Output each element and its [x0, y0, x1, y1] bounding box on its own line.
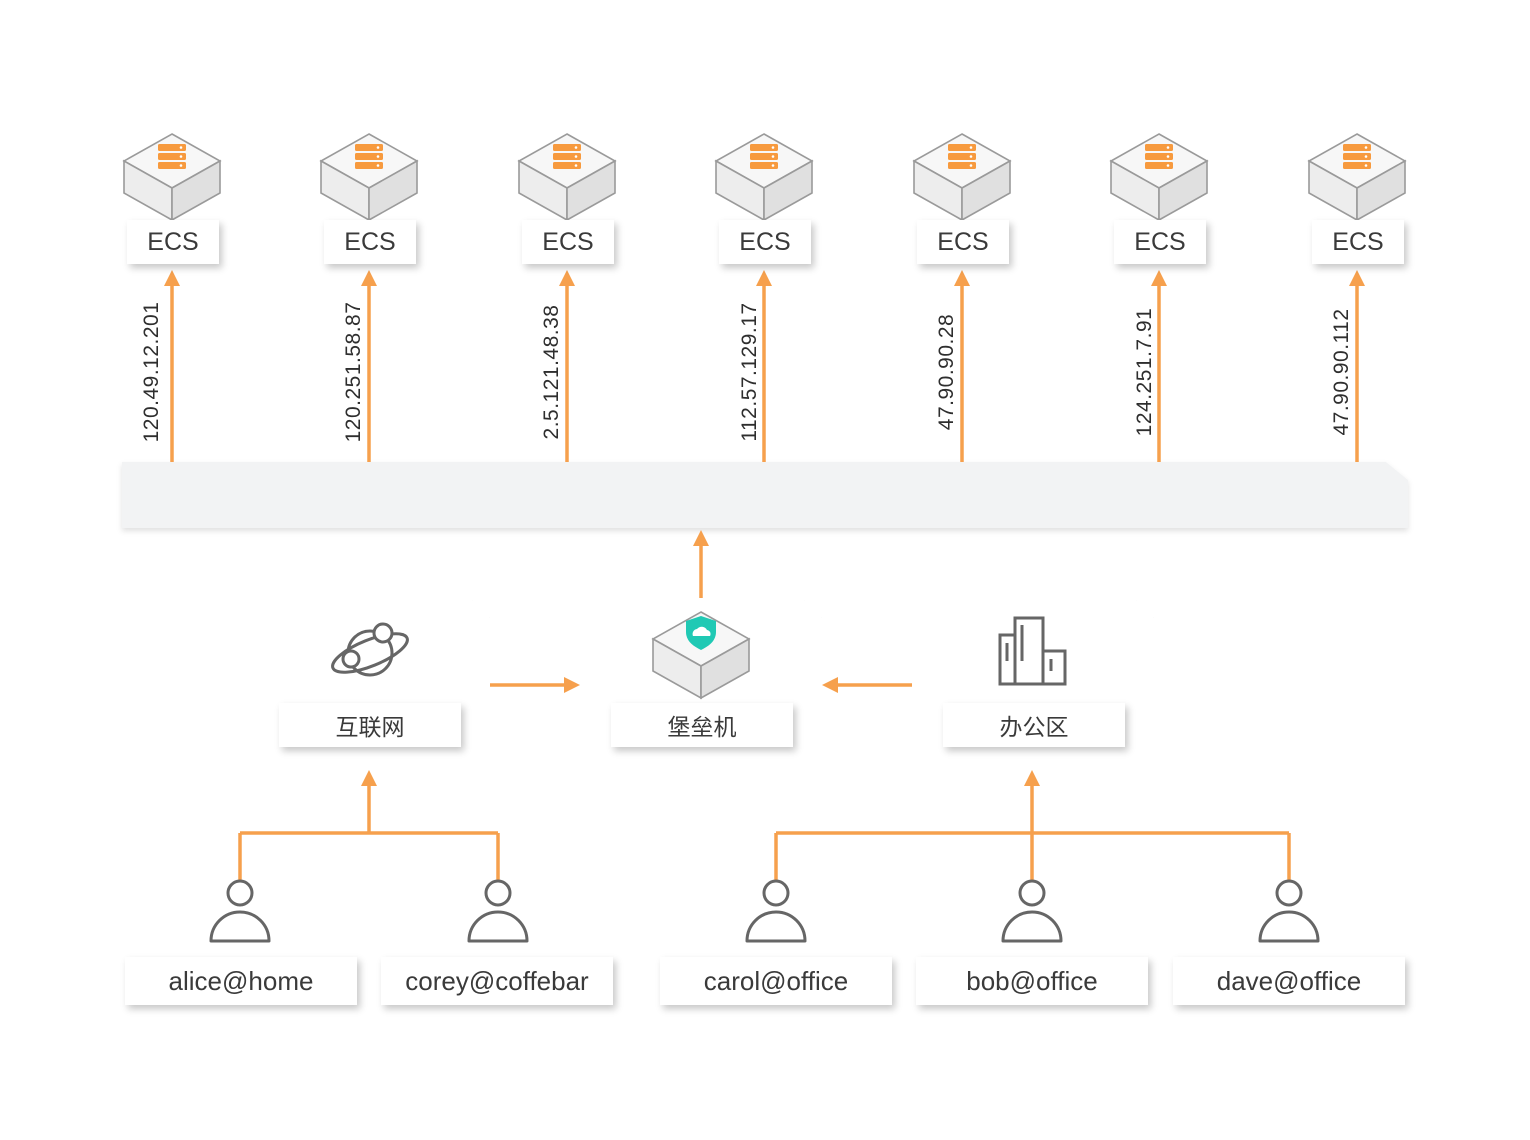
server-arrow-head-1 [164, 270, 180, 286]
server-arrow-head-3 [559, 270, 575, 286]
server-icon [553, 144, 581, 169]
user-icon [467, 879, 529, 943]
ecs-label-2: ECS [324, 220, 416, 264]
ecs-label-5: ECS [917, 220, 1009, 264]
user-label-corey: corey@coffebar [381, 957, 613, 1005]
server-icon [1145, 144, 1173, 169]
ip-label-1: 120.49.12.201 [140, 301, 163, 443]
shield-cloud-icon [652, 611, 750, 699]
ip-label-7: 47.90.90.112 [1330, 308, 1353, 436]
server-icon [355, 144, 383, 169]
ip-label-6: 124.251.7.91 [1133, 307, 1156, 437]
ip-label-3: 2.5.121.48.38 [540, 304, 563, 440]
user-icon [745, 879, 807, 943]
globe-icon [331, 622, 409, 677]
ecs-label-4: ECS [719, 220, 811, 264]
connectors [164, 270, 1365, 880]
ip-label-5: 47.90.90.28 [935, 313, 958, 431]
internet-node-label: 互联网 [279, 703, 461, 747]
servers-layer [123, 133, 1406, 221]
ecs-label-7: ECS [1312, 220, 1404, 264]
user-label-bob: bob@office [916, 957, 1148, 1005]
server-arrow-head-7 [1349, 270, 1365, 286]
ip-label-2: 120.251.58.87 [342, 301, 365, 443]
office-node-label: 办公区 [943, 703, 1125, 747]
internet-to-bastion-arrow-head [564, 677, 580, 693]
server-arrow-head-4 [756, 270, 772, 286]
server-arrow-head-2 [361, 270, 377, 286]
building-icon [998, 616, 1067, 686]
server-arrow-head-5 [954, 270, 970, 286]
user-icon [209, 879, 271, 943]
ecs-label-6: ECS [1114, 220, 1206, 264]
server-icon [750, 144, 778, 169]
server-arrow-head-6 [1151, 270, 1167, 286]
ecs-label-3: ECS [522, 220, 614, 264]
server-icon [158, 144, 186, 169]
bastion-to-network-arrow-head [693, 530, 709, 546]
office-to-bastion-arrow-head [822, 677, 838, 693]
server-icon [1343, 144, 1371, 169]
server-icon [948, 144, 976, 169]
users-layer [209, 879, 1320, 943]
office-feed-arrow-head [1024, 770, 1040, 786]
user-icon [1001, 879, 1063, 943]
internet-feed-arrow-head [361, 770, 377, 786]
user-label-dave: dave@office [1173, 957, 1405, 1005]
ip-label-4: 112.57.129.17 [738, 302, 761, 442]
user-label-carol: carol@office [660, 957, 892, 1005]
network-bar [122, 462, 1408, 528]
user-label-alice: alice@home [125, 957, 357, 1005]
ecs-label-1: ECS [127, 220, 219, 264]
bastion-node-label: 堡垒机 [611, 703, 793, 747]
user-icon [1258, 879, 1320, 943]
